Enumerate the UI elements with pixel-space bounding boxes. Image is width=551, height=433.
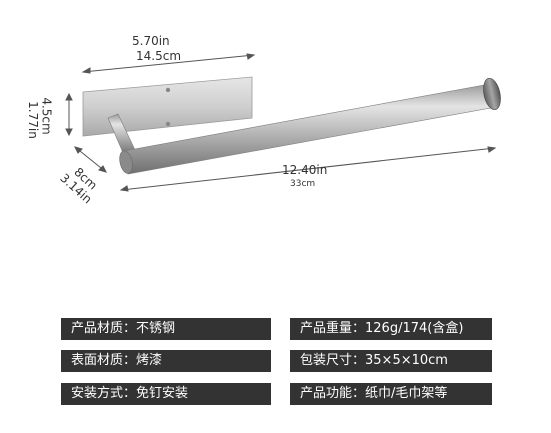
spec-label: 安装方式： (71, 386, 137, 401)
plate-height-dimension-line (65, 92, 73, 137)
spec-value: 126g/174(含盒) (365, 321, 464, 336)
depth-dimension-line (74, 146, 107, 173)
product-dimension-diagram: 5.70in 14.5cm 4.5cm 1.77in 8cm 3.14in 12… (26, 34, 501, 206)
spec-value: 纸巾/毛巾架等 (365, 386, 448, 401)
spec-package-size: 包装尺寸：35×5×10cm (290, 350, 492, 372)
towel-holder-illustration (65, 53, 501, 192)
plate-width-in-label: 5.70in (132, 34, 170, 48)
spec-material: 产品材质：不锈钢 (61, 318, 271, 340)
spec-label: 产品材质： (71, 321, 137, 336)
rod-length-dimension-line (119, 146, 497, 192)
spec-value: 烤漆 (136, 353, 163, 368)
plate-width-dimension-line (81, 53, 256, 74)
plate-width-cm-label: 14.5cm (136, 49, 182, 63)
spec-function: 产品功能：纸巾/毛巾架等 (290, 383, 492, 405)
wall-plate (82, 76, 253, 137)
spec-value: 免钉安装 (136, 386, 189, 401)
spec-label: 表面材质： (71, 353, 137, 368)
spec-label: 产品重量： (300, 321, 366, 336)
rod-length-in-label: 12.40in (282, 163, 328, 177)
spec-label: 包装尺寸： (300, 353, 366, 368)
screw-hole-top (165, 87, 171, 93)
spec-label: 产品功能： (300, 386, 366, 401)
spec-installation: 安装方式：免钉安装 (61, 383, 271, 405)
rod-length-cm-label: 33cm (290, 179, 316, 189)
spec-surface: 表面材质：烤漆 (61, 350, 271, 372)
spec-value: 35×5×10cm (365, 353, 448, 368)
spec-value: 不锈钢 (136, 321, 176, 336)
end-cap (483, 77, 501, 111)
spec-weight: 产品重量：126g/174(含盒) (290, 318, 492, 340)
screw-hole-bottom (165, 121, 171, 127)
